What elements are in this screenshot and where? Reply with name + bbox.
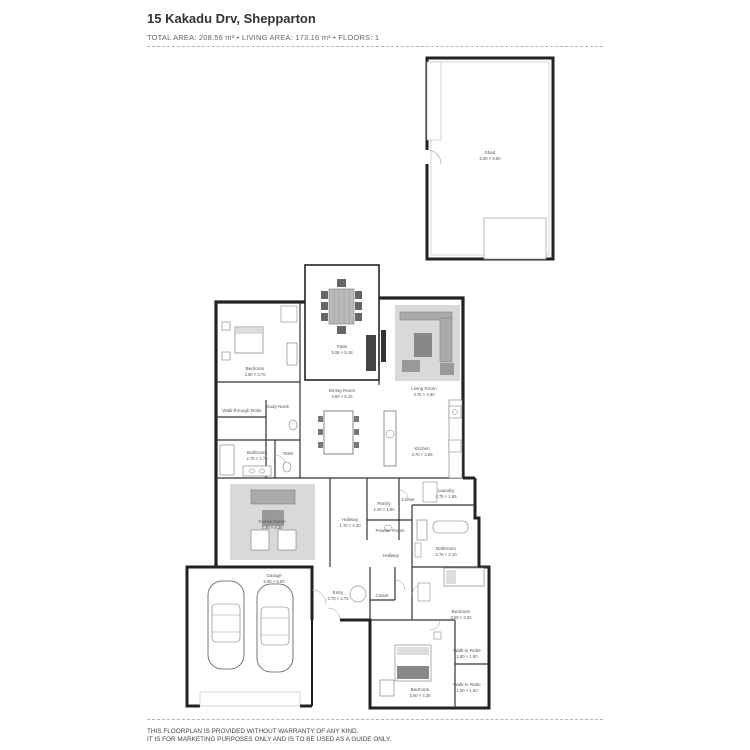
area-summary: TOTAL AREA: 208.56 m² • LIVING AREA: 173… <box>147 33 380 42</box>
page-title: 15 Kakadu Drv, Shepparton <box>147 11 316 26</box>
bathroom1-dims: 2.75 × 1.75 <box>246 456 268 461</box>
shed-dims: 6.00 × 9.60 <box>479 156 501 161</box>
chair-icon <box>280 305 298 323</box>
bedroom3-dims: 3.60 × 4.35 <box>409 693 431 698</box>
entry-label: Entry <box>333 590 344 595</box>
family-dims: 4.30 × 4.25 <box>261 525 283 530</box>
entry-dims: 2.70 × 2.70 <box>327 596 349 601</box>
family-label: Family Room <box>258 519 285 524</box>
coffee-table-icon <box>414 333 432 357</box>
bathtub-icon <box>432 520 469 534</box>
bathroom2-label: Bathroom <box>436 546 456 551</box>
shed-label: Shed <box>485 150 496 155</box>
laundry-label: Laundry <box>438 488 455 493</box>
closet2-label: Closet <box>375 593 389 598</box>
patio <box>304 264 380 381</box>
room-labels: Shed 6.00 × 9.60 Patio 5.55 × 5.18 Bedro… <box>222 150 501 698</box>
bedroom3-label: Bedroom <box>411 687 430 692</box>
bedroom2-label: Bedroom <box>452 609 471 614</box>
walkthrough-label: Walk-through Robe <box>222 408 262 413</box>
hallway2-label: Hallway <box>383 553 400 558</box>
dining-label: Dining Room <box>329 388 356 393</box>
closet1-label: Closet <box>401 497 415 502</box>
hallway1-label: Hallway <box>342 517 359 522</box>
kitchen-label: Kitchen <box>414 446 430 451</box>
garage-dims: 5.90 × 6.00 <box>263 579 285 584</box>
bedroom2-dims: 3.50 × 3.25 <box>450 615 472 620</box>
hallway1-dims: 1.70 × 4.20 <box>339 523 361 528</box>
bathroom2-dims: 2.75 × 2.10 <box>435 552 457 557</box>
disclaimer-line-2: IT IS FOR MARKETING PURPOSES ONLY AND IS… <box>147 736 392 743</box>
shed <box>425 56 555 261</box>
pantry-dims: 1.40 × 1.90 <box>373 507 395 512</box>
living-dims: 3.75 × 4.90 <box>413 392 435 397</box>
living-label: Living Room <box>411 386 437 391</box>
house-walls <box>185 296 491 710</box>
patio-label: Patio <box>337 344 348 349</box>
wir2-label: Walk-in Robe <box>453 682 481 687</box>
header-divider <box>147 46 603 47</box>
dining-table-icon <box>323 410 354 455</box>
bathtub-icon <box>219 444 235 476</box>
wir1-label: Walk-in Robe <box>453 648 481 653</box>
kitchen-island-icon <box>383 410 397 467</box>
wir1-dims: 1.90 × 1.60 <box>456 654 478 659</box>
laundry-dims: 2.75 × 1.85 <box>435 494 457 499</box>
tv-icon <box>381 330 386 362</box>
wir2-dims: 1.90 × 1.60 <box>456 688 478 693</box>
car-icon <box>256 583 294 673</box>
patio-table-icon <box>321 279 362 334</box>
bathroom1-label: Bathroom <box>247 450 267 455</box>
bedroom1-dims: 3.90 × 3.70 <box>244 372 266 377</box>
powder-label: Powder Room <box>375 528 404 533</box>
dining-dims: 4.80 × 5.15 <box>331 394 353 399</box>
toilet-label: Toilet <box>283 451 294 456</box>
bedroom1-label: Bedroom <box>246 366 265 371</box>
toilet-icon <box>282 461 292 473</box>
bbq-icon <box>366 335 376 371</box>
footer-divider <box>147 719 603 720</box>
pantry-label: Pantry <box>377 501 391 506</box>
furniture <box>199 305 485 707</box>
car-icon <box>207 580 245 670</box>
study-label: Study Nook <box>265 404 289 409</box>
garage-label: Garage <box>266 573 282 578</box>
kitchen-dims: 3.70 × 3.65 <box>411 452 433 457</box>
disclaimer-line-1: THIS FLOORPLAN IS PROVIDED WITHOUT WARRA… <box>147 728 359 735</box>
patio-dims: 5.55 × 5.18 <box>331 350 353 355</box>
